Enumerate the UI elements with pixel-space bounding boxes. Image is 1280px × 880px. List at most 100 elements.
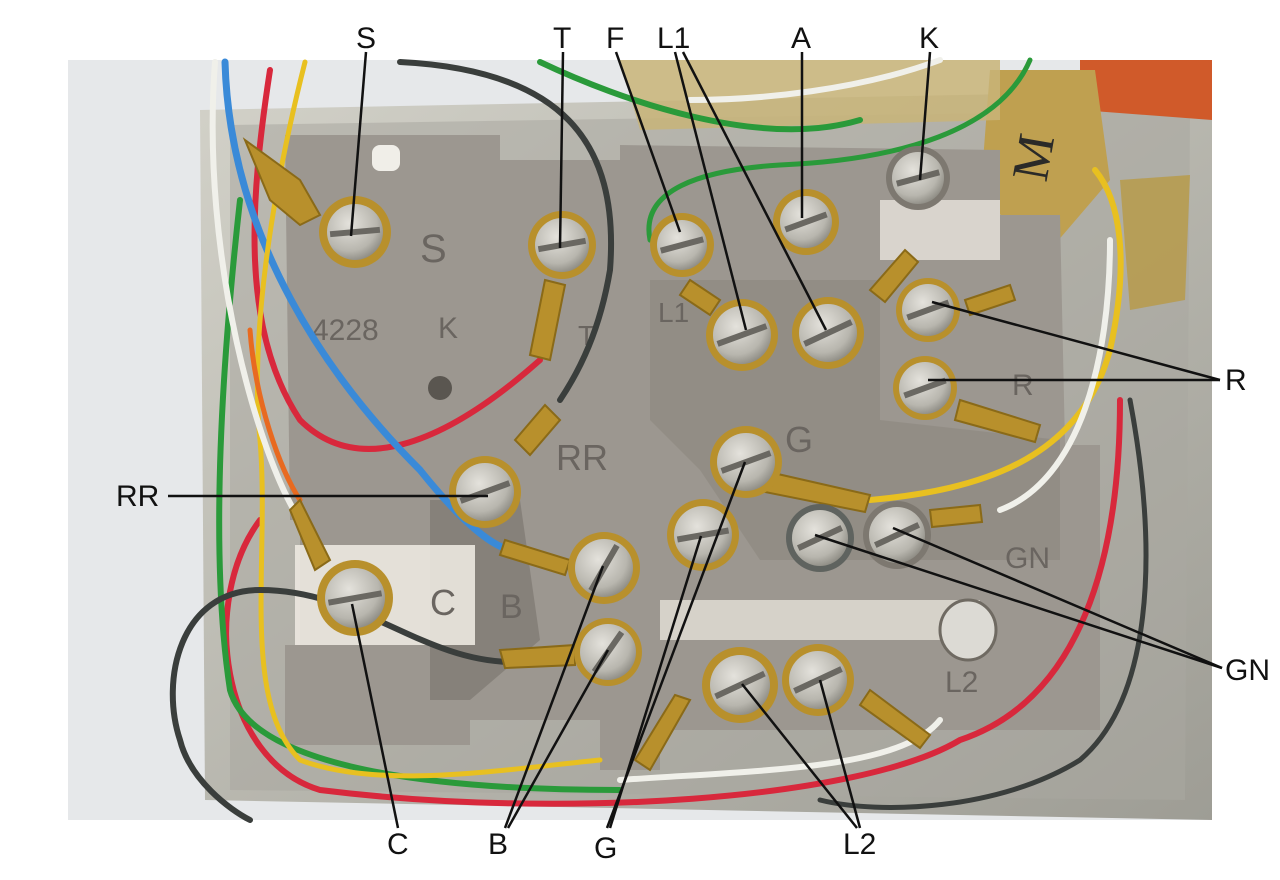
screw-k [886, 146, 950, 210]
callout-b: B [488, 828, 509, 861]
callout-t: T [553, 22, 572, 55]
screw-rr [449, 456, 521, 528]
stamp-k: K [438, 312, 458, 345]
leader-k [918, 51, 932, 181]
stamp-r: R [1012, 369, 1034, 402]
leader-f [614, 51, 682, 233]
wire-black-right [817, 397, 1149, 810]
wire-black-bottom [169, 586, 513, 823]
screw-s [319, 196, 391, 268]
callout-r: R [1225, 364, 1247, 397]
leader-l1-a [673, 51, 748, 331]
white-base-right [880, 200, 1000, 260]
callout-a: A [791, 22, 812, 55]
wire-blue [221, 58, 514, 554]
wire-red-left [251, 67, 543, 452]
wire-white-top [687, 57, 943, 103]
orange-tab [1080, 60, 1212, 120]
callout-l2: L2 [843, 828, 877, 861]
screw-g-lower [667, 499, 739, 571]
screw-l2-left [702, 647, 778, 723]
wire-yellow-right [867, 167, 1124, 503]
small-hole [428, 376, 452, 400]
callout-rr: RR [116, 480, 160, 513]
lug-l1 [678, 278, 722, 317]
molded-markings: S 4228 K T L1 RR G R C B GN L2 M [312, 130, 1066, 699]
lug-t [528, 278, 567, 362]
lug-gn [928, 503, 984, 529]
screw-b-upper [568, 532, 640, 604]
lug-r [953, 398, 1042, 444]
lug-a [868, 248, 920, 304]
stamp-l2: L2 [945, 666, 978, 699]
lug-l2b [858, 688, 932, 750]
wire-white-right [997, 237, 1113, 513]
screw-gn-right [863, 501, 931, 569]
wire-black [397, 59, 614, 403]
screw-l1-b [792, 297, 864, 369]
leader-b-upper [503, 565, 605, 829]
callout-f: F [606, 22, 625, 55]
screw-g-upper [710, 426, 782, 498]
brass-lugs [242, 137, 1042, 772]
stamp-part-number: 4228 [312, 314, 379, 347]
wire-red-bottom [223, 397, 1123, 807]
wires [169, 57, 1149, 823]
screw-r-lower [893, 356, 957, 420]
stamp-s: S [420, 227, 447, 271]
lug-r-top [963, 283, 1017, 317]
callout-c: C [387, 828, 409, 861]
screw-l2-right [782, 644, 854, 716]
slot-top [372, 145, 400, 171]
screw-c [317, 560, 393, 636]
handwritten-mark: M [1002, 130, 1066, 185]
brass-plate-right [1120, 175, 1190, 310]
screw-gn-left [786, 504, 854, 572]
wire-white-left [209, 59, 303, 523]
callout-leaders [168, 51, 1223, 829]
screw-f [650, 213, 714, 277]
leader-t [558, 51, 565, 249]
leader-gn-right [892, 526, 1223, 670]
screw-l1-a [706, 299, 778, 371]
wire-yellow-left [254, 59, 603, 779]
white-base-low [660, 600, 980, 640]
leader-gn-left [814, 533, 1223, 670]
callout-l1: L1 [657, 22, 691, 55]
stamp-b: B [500, 588, 523, 626]
screw-r-upper [896, 278, 960, 342]
lug-b [498, 538, 572, 577]
wire-green-top [646, 57, 1033, 243]
callout-s: S [356, 22, 377, 55]
leader-b-lower [506, 649, 610, 829]
leader-l2-right [818, 679, 862, 829]
lug-c [288, 498, 332, 572]
lug-rr [513, 403, 562, 457]
stamp-rr: RR [556, 437, 608, 478]
leader-g-lower [608, 535, 703, 829]
callout-k: K [919, 22, 940, 55]
mount-hole [938, 598, 998, 662]
leader-s [349, 51, 368, 237]
stamp-c: C [430, 582, 456, 623]
callout-g: G [594, 832, 618, 865]
stamp-g: G [785, 419, 813, 460]
leader-r-upper [931, 300, 1221, 382]
wire-orange [247, 327, 303, 503]
leader-l1-b [681, 51, 828, 331]
lug-s [242, 137, 322, 227]
screw-a [773, 189, 839, 255]
screws [317, 146, 960, 723]
top-metal-plate [620, 60, 1000, 130]
leader-l2-left [741, 683, 858, 829]
lug-b2 [498, 643, 576, 670]
callout-gn: GN [1225, 654, 1270, 687]
wire-green-left [216, 197, 623, 793]
brass-bracket [980, 70, 1110, 250]
lug-l2 [633, 693, 692, 772]
stamp-l1: L1 [658, 297, 689, 328]
screw-t [528, 211, 596, 279]
stamp-gn: GN [1005, 542, 1050, 575]
leader-c [350, 603, 400, 829]
